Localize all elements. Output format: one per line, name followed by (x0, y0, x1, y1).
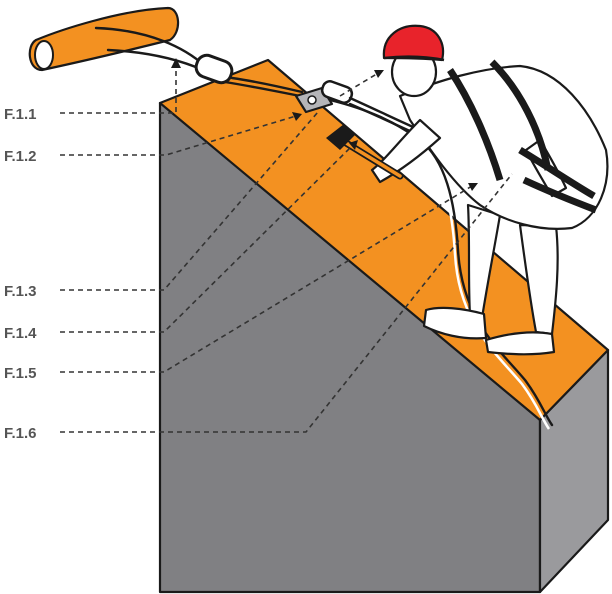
label-f11: F.1.1 (4, 106, 37, 123)
labels: F.1.1 F.1.2 F.1.3 F.1.4 F.1.5 F.1.6 (4, 106, 37, 442)
label-f14: F.1.4 (4, 325, 37, 342)
anchor-sling (28, 6, 207, 72)
label-f12: F.1.2 (4, 148, 37, 165)
leader-lines (60, 58, 513, 433)
label-f15: F.1.5 (4, 365, 37, 382)
worker (370, 24, 609, 356)
hammer-icon (326, 124, 404, 180)
anchor-carabiner-icon (194, 53, 234, 85)
rope-grab-icon (294, 80, 354, 114)
label-f16: F.1.6 (4, 425, 37, 442)
harness-icon (447, 59, 598, 214)
helmet-icon (382, 24, 445, 62)
label-f13: F.1.3 (4, 283, 37, 300)
